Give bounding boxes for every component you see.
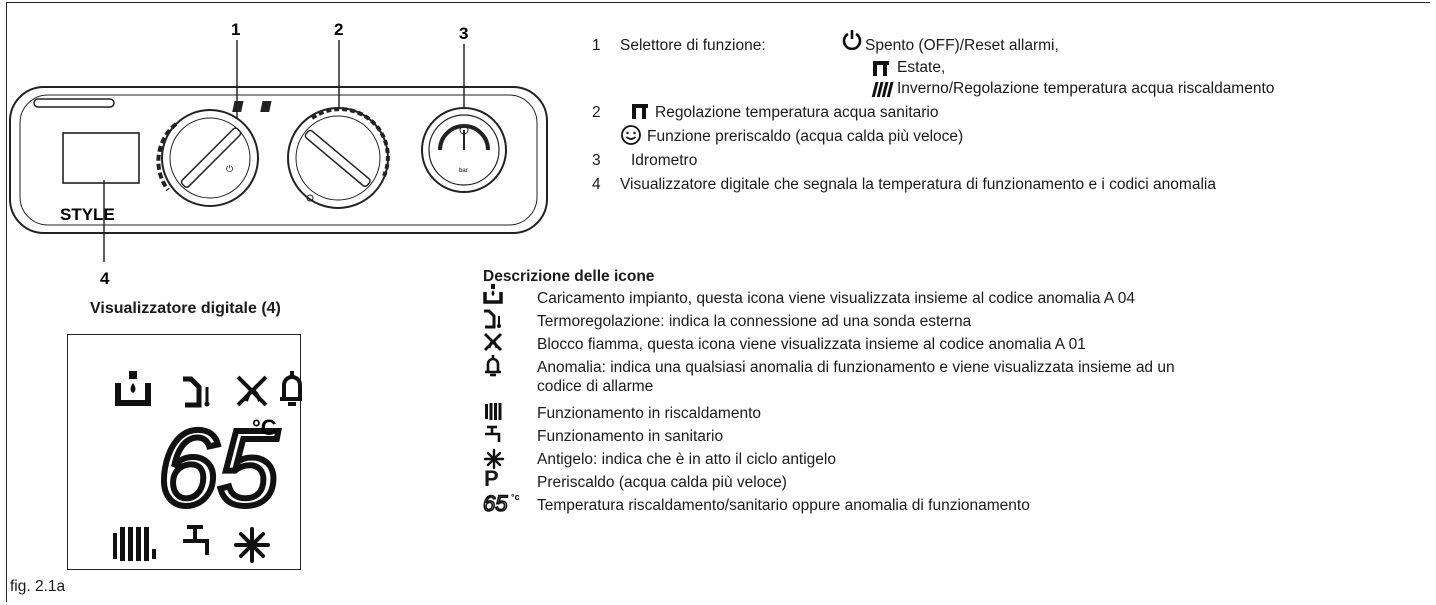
item2-number: 2: [592, 104, 601, 121]
item2-preheat: Funzione preriscaldo (acqua calda più ve…: [647, 128, 964, 145]
callout-2: 2: [334, 20, 343, 39]
display-icons: 65 °C P: [113, 371, 334, 572]
item1-summer: Estate,: [897, 59, 946, 76]
item4-label: Visualizzatore digitale che segnala la t…: [620, 176, 1216, 193]
figure-caption: fig. 2.1a: [10, 578, 66, 595]
callout-3: 3: [459, 24, 468, 43]
display-radiator-icon: [113, 527, 156, 561]
radiator-icon: [485, 403, 502, 420]
flame-block-icon: [484, 333, 502, 351]
display-bell-alarm-icon: [280, 371, 304, 406]
item1-winter: Inverno/Regolazione temperatura acqua ri…: [897, 80, 1275, 97]
temperature-65-icon: 65 °c: [483, 490, 520, 514]
digital-display: 65 °C P: [67, 334, 334, 572]
item3-label: Idrometro: [631, 152, 698, 169]
icons-section-title: Descrizione delle icone: [483, 268, 655, 285]
icon-desc-3: Blocco fiamma, questa icona viene visual…: [537, 336, 1086, 353]
display-temperature: 65: [158, 407, 279, 528]
icon-desc-2: Termoregolazione: indica la connessione …: [537, 313, 972, 330]
tap-icon: [485, 425, 501, 442]
icon-desc-5: Funzionamento in riscaldamento: [537, 405, 762, 422]
dhw-icon: [632, 104, 648, 119]
thermoregulation-icon: [484, 309, 501, 329]
hydrometer-gauge: bar: [421, 107, 507, 193]
item1-label: Selettore di funzione:: [620, 37, 766, 54]
svg-text:°c: °c: [511, 492, 520, 502]
function-selector-knob: ⏻: [156, 101, 272, 207]
display-thermoregulation-icon: [183, 376, 210, 408]
callout-4: 4: [100, 269, 110, 288]
snowflake-icon: [483, 448, 505, 470]
icon-desc-7: Antigelo: indica che è in atto il ciclo …: [537, 451, 836, 468]
icon-desc-1: Caricamento impianto, questa icona viene…: [537, 290, 1135, 307]
preheat-p-icon: P: [484, 466, 499, 491]
svg-text:65: 65: [483, 491, 508, 514]
figure-frame: [6, 2, 1430, 602]
dhw-temperature-knob: [287, 107, 390, 209]
display-snowflake-icon: [234, 527, 270, 563]
smiley-icon: [621, 125, 641, 145]
item1-off: Spento (OFF)/Reset allarmi,: [865, 37, 1059, 54]
display-system-fill-icon: [115, 371, 151, 406]
display-flame-block-icon: [236, 375, 268, 407]
control-panel-drawing: 1 2 3 4 STYLE ⏻ bar: [9, 20, 548, 288]
item1-number: 1: [592, 37, 601, 54]
item2-dhw: Regolazione temperatura acqua sanitario: [655, 104, 939, 121]
svg-text:bar: bar: [459, 168, 468, 174]
display-unit: °C: [252, 415, 277, 440]
icon-desc-8: Preriscaldo (acqua calda più veloce): [537, 474, 787, 491]
panel-brand: STYLE: [60, 205, 115, 224]
display-tap-icon: [183, 525, 209, 555]
item4-number: 4: [592, 176, 601, 193]
icon-desc-9: Temperatura riscaldamento/sanitario oppu…: [537, 497, 1030, 514]
item3-number: 3: [592, 152, 601, 169]
system-fill-icon: [483, 284, 503, 304]
icon-desc-6: Funzionamento in sanitario: [537, 428, 724, 445]
winter-icon: [871, 82, 894, 97]
power-icon: [842, 30, 862, 50]
icon-desc-4b: codice di allarme: [537, 378, 654, 395]
panel-display-window: [62, 132, 140, 184]
bell-alarm-icon: [485, 355, 501, 377]
callout-1: 1: [231, 20, 240, 39]
summer-icon: [873, 61, 889, 76]
display-title: Visualizzatore digitale (4): [90, 300, 281, 317]
svg-text:⏻: ⏻: [226, 164, 233, 174]
icon-desc-4: Anomalia: indica una qualsiasi anomalia …: [537, 359, 1175, 376]
